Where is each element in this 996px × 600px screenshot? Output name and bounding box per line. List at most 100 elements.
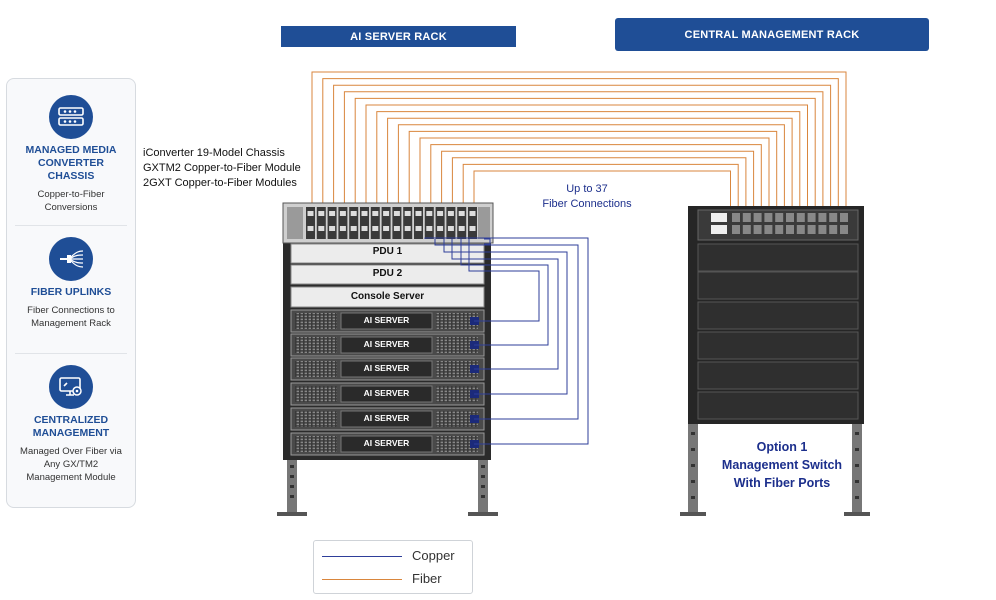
option-1-description: Option 1 Management Switch With Fiber Po… [702,438,862,492]
fiber-cable [419,137,770,209]
fiber-ports [732,213,848,234]
fiber-cable [322,78,839,209]
fiber-port [775,213,784,222]
fiber-port [818,213,827,222]
section-title: CENTRALIZED MANAGEMENT [32,414,110,439]
central-management-rack [680,206,870,516]
ai-server-label: AI SERVER [363,363,410,373]
fiber-count-label: Up to 37 [566,183,608,195]
section-description: Managed Over Fiber via Any GX/TM2 Manage… [20,446,122,483]
section-title: MANAGED MEDIA CONVERTER CHASSIS [25,144,117,182]
section-description: Fiber Connections to Management Rack [27,305,115,329]
converter-module [457,207,467,239]
fiber-cable [430,144,762,212]
fiber-port [775,225,784,234]
divider [15,225,127,226]
ai-server-label: AI SERVER [363,438,410,448]
console-server-label: Console Server [350,291,425,302]
fiber-cable [451,157,747,212]
chassis-label: iConverter 19-Model Chassis [143,147,285,159]
fiber-port [807,225,816,234]
fiber-cable [365,104,808,209]
converter-module [424,207,434,239]
modules-label: 2GXT Copper-to-Fiber Modules [143,177,297,189]
copper-cable [484,238,491,245]
pdu-2-label: PDU 2 [372,268,403,279]
fiber-cable [354,97,816,209]
fiber-ports-label: With Fiber Ports [733,476,831,490]
converter-module [316,207,326,239]
fiber-cable [311,71,847,209]
ai-server-label: AI SERVER [363,413,410,423]
converter-module [349,207,359,239]
converter-module [403,207,413,239]
centralized-management-section: CENTRALIZED MANAGEMENT Managed Over Fibe… [7,365,135,484]
legend-item-copper: Copper [314,546,472,566]
fiber-port [807,213,816,222]
copper-swatch [322,556,402,557]
pdu-1-label: PDU 1 [372,246,403,257]
fiber-port [742,225,751,234]
console-server-unit [290,286,485,308]
fiber-port [796,213,805,222]
fiber-swatch [322,579,402,580]
ai-server-label: AI SERVER [363,315,410,325]
converter-module [338,207,348,239]
fiber-uplinks-section: FIBER UPLINKS Fiber Connections to Manag… [7,237,135,330]
legend-item-fiber: Fiber [314,569,472,589]
fiber-cable [387,117,793,209]
blank-panel [697,361,859,390]
fiber-port [753,225,762,234]
pdu-2-unit [290,264,485,285]
legend: Copper Fiber [313,540,473,594]
fiber-port [840,213,848,222]
fiber-port [829,225,838,234]
divider [15,353,127,354]
converter-module [446,207,456,239]
switch-label: Management Switch [721,458,843,472]
fiber-cable [376,111,801,209]
rack-leg-holes [290,465,485,498]
chassis-modules [306,207,477,239]
fiber-cable [343,91,824,209]
monitor-gear-icon [49,365,93,409]
fiber-port [732,213,740,222]
legend-label: Fiber [412,571,442,586]
fiber-cable [408,130,778,209]
fiber-port [764,225,773,234]
copper-cable [460,239,549,346]
converter-module [327,207,337,239]
fiber-port [732,225,740,234]
legend-label: Copper [412,548,455,563]
module-label: GXTM2 Copper-to-Fiber Module [143,162,301,174]
converter-module [392,207,402,239]
chassis-labels: iConverter 19-Model Chassis GXTM2 Copper… [143,146,301,191]
blank-panel [697,271,859,300]
converter-module [306,207,315,239]
blank-panel [697,301,859,330]
fiber-port [840,225,848,234]
media-converter-chassis-icon [49,95,93,139]
fiber-cable [397,124,785,209]
rack-blank-panels [697,243,859,420]
fiber-port [818,225,827,234]
converter-module [435,207,445,239]
fiber-port [786,225,794,234]
fiber-optic-icon [49,237,93,281]
ai-server-label: AI SERVER [363,388,410,398]
fiber-cable [441,150,755,212]
converter-module [414,207,423,239]
copper-cables [424,237,589,445]
fiber-cable [333,84,832,209]
blank-panel [697,391,859,420]
pdu-1-unit [290,243,485,264]
fiber-port [742,213,751,222]
section-description: Copper-to-Fiber Conversions [37,189,105,213]
ai-server-rack-header: AI SERVER RACK [281,26,516,47]
fiber-cable [473,170,731,212]
converter-module [381,207,391,239]
copper-cable [468,239,540,322]
fiber-port [786,213,794,222]
fiber-cable [462,163,739,212]
